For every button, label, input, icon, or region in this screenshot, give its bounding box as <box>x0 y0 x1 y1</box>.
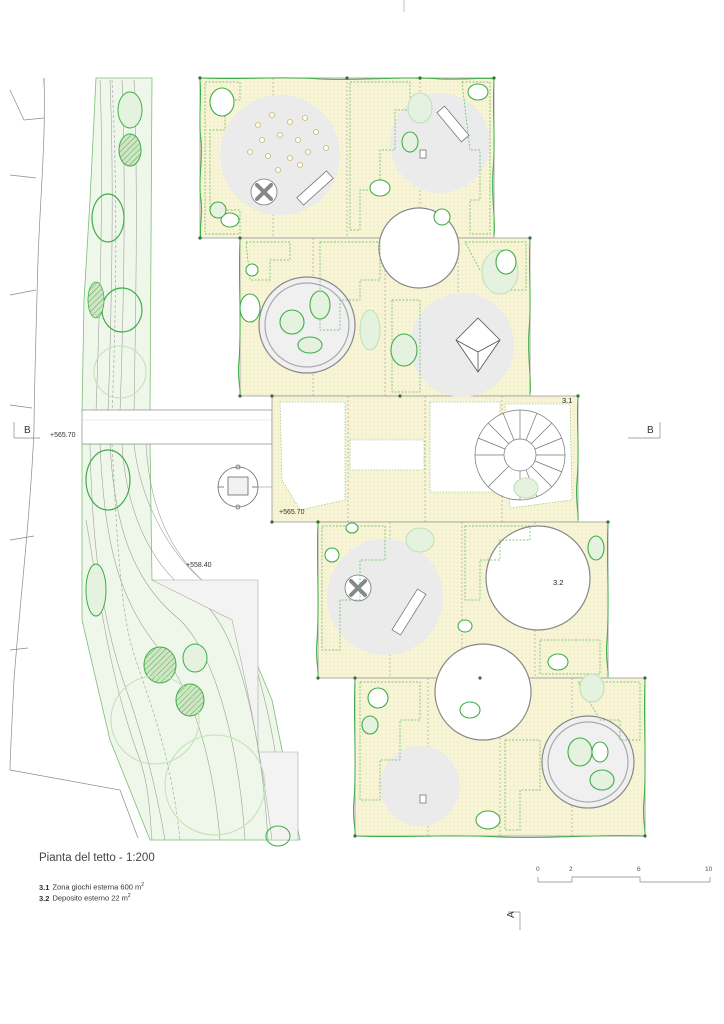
elevator-tower <box>217 464 259 510</box>
bridge <box>81 409 273 445</box>
drawing-title: Pianta del tetto - 1:200 <box>39 852 155 864</box>
legend-sup: 2 <box>141 882 145 888</box>
vine-borders <box>199 77 646 838</box>
section-mark-b-right: B <box>647 425 654 436</box>
elevation-left: +565.70 <box>50 432 76 439</box>
structure-nodes <box>198 76 647 838</box>
scale-bar <box>537 876 711 883</box>
spiral-stair <box>474 409 566 501</box>
legend-text: Deposito esterno 22 m <box>52 893 128 903</box>
legend-text: Zona giochi esterna 600 m <box>52 882 142 892</box>
roof-trees <box>209 83 615 830</box>
section-mark-b-left: B <box>24 425 31 436</box>
section-lines <box>13 422 661 930</box>
ground-terrace <box>151 579 299 841</box>
elevation-ground: +558.40 <box>186 562 212 569</box>
legend-code: 3.1 <box>39 882 50 892</box>
scale-tick-2: 2 <box>569 866 573 873</box>
section-mark-a: A <box>506 911 517 918</box>
play-elements <box>250 105 501 804</box>
scale-tick-10: 10 <box>705 866 713 873</box>
patio-circles <box>220 93 514 826</box>
room-tag-3-1: 3.1 <box>562 396 573 405</box>
planting-outlines <box>204 81 641 831</box>
elevation-roof: +565.70 <box>279 509 305 516</box>
terrain-outline <box>9 77 139 839</box>
legend-code: 3.2 <box>39 893 50 903</box>
scale-tick-6: 6 <box>637 866 641 873</box>
legend-sup: 2 <box>127 893 131 899</box>
room-tag-3-2: 3.2 <box>553 578 564 587</box>
sand-pit-dots <box>247 112 329 173</box>
scale-tick-0: 0 <box>536 866 540 873</box>
green-strip <box>81 77 301 841</box>
trees-left <box>85 91 291 847</box>
